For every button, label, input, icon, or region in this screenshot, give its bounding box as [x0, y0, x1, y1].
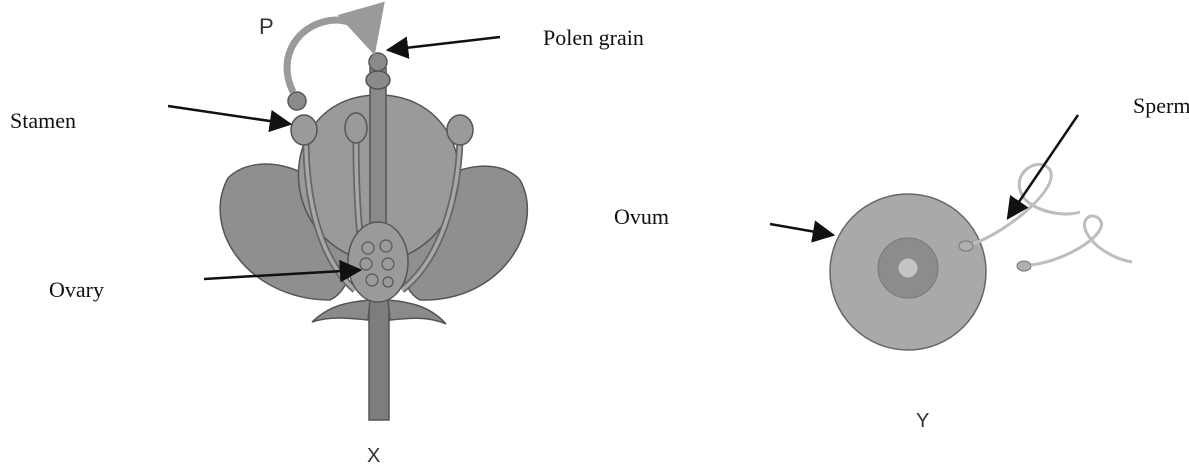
caption-x: X: [367, 446, 380, 466]
ovary: [348, 222, 408, 302]
arrow-polen-grain: [388, 37, 500, 50]
label-sperm: Sperm: [1133, 95, 1189, 117]
label-stamen: Stamen: [10, 110, 76, 132]
sepal-left: [312, 300, 370, 322]
label-ovum: Ovum: [614, 206, 669, 228]
flower: [220, 20, 527, 420]
arrow-ovum: [770, 224, 833, 235]
ovum-cell: [830, 164, 1132, 350]
sperm-tail-1: [973, 164, 1080, 244]
stigma: [366, 71, 390, 89]
pollen-grain-top: [369, 53, 387, 71]
caption-y: Y: [916, 411, 929, 431]
arrow-stamen: [168, 106, 290, 124]
sperm-tail-2: [1031, 216, 1132, 265]
anther-right: [447, 115, 473, 145]
sperm-head-1: [959, 241, 973, 251]
anther-mid: [345, 113, 367, 143]
sperm-head-2: [1017, 261, 1031, 271]
flower-stem: [369, 300, 389, 420]
pistil-style: [370, 68, 386, 238]
anther-left: [291, 115, 317, 145]
label-polen-grain: Polen grain: [543, 27, 644, 49]
pollination-arrow: [287, 20, 372, 92]
sepal-right: [388, 300, 446, 324]
pollen-grain-left: [288, 92, 306, 110]
ovum-nucleus: [898, 258, 918, 278]
label-ovary: Ovary: [49, 279, 104, 301]
arrow-sperm: [1008, 115, 1078, 218]
arrow-letter-p: P: [259, 16, 274, 38]
